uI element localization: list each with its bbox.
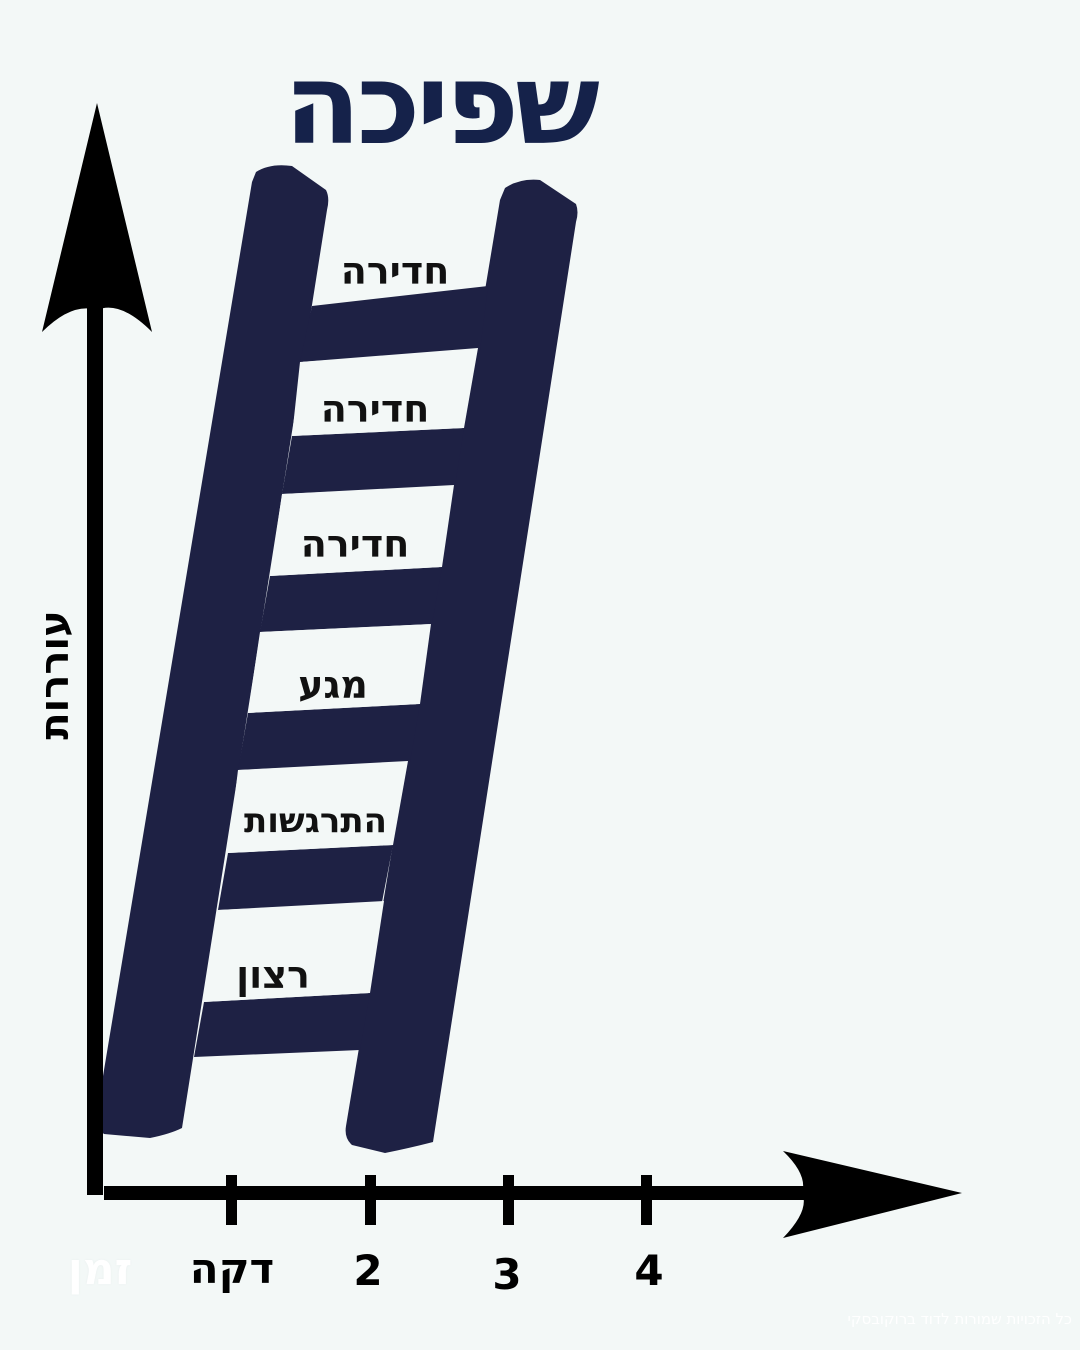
y-axis-label: עוררות bbox=[32, 610, 78, 740]
rung-label-third: חדירה bbox=[300, 522, 410, 566]
diagram-title: שפיכה bbox=[284, 40, 600, 170]
x-tick bbox=[226, 1175, 237, 1225]
x-tick bbox=[365, 1175, 376, 1225]
x-axis-label: זמן bbox=[67, 1244, 133, 1295]
ladder-rung bbox=[194, 993, 370, 1057]
ladder-rung bbox=[260, 567, 442, 632]
x-tick-label: 3 bbox=[492, 1250, 522, 1299]
ladder-right-rail bbox=[345, 179, 578, 1153]
ladder-rung bbox=[238, 704, 420, 770]
x-tick-label: 2 bbox=[353, 1246, 383, 1295]
rung-panel bbox=[204, 901, 384, 1002]
ladder-rung bbox=[282, 428, 464, 494]
x-tick bbox=[503, 1175, 514, 1225]
copyright-credit: כל הזכויות שמורות לדוד ברוקובסקי bbox=[847, 1310, 1072, 1328]
x-tick-label: 4 bbox=[634, 1246, 664, 1295]
rung-panel bbox=[292, 348, 478, 436]
ladder-rung bbox=[218, 845, 393, 910]
y-axis-line bbox=[87, 300, 103, 1195]
rung-label-second: חדירה bbox=[320, 387, 430, 431]
rung-panel bbox=[228, 761, 408, 853]
y-axis-arrowhead bbox=[42, 103, 152, 332]
rung-label-excitement: התרגשות bbox=[244, 801, 387, 841]
x-tick-label: דקה bbox=[189, 1244, 275, 1293]
ladder-left-rail bbox=[96, 165, 329, 1138]
rung-label-desire: רצון bbox=[236, 953, 310, 997]
rung-panel bbox=[248, 624, 431, 713]
rung-label-top: חדירה bbox=[340, 249, 450, 293]
ladder-rung bbox=[300, 286, 488, 362]
x-axis-line bbox=[104, 1186, 804, 1200]
rung-label-touch: מגע bbox=[298, 663, 368, 707]
x-tick bbox=[641, 1175, 652, 1225]
x-axis-arrowhead bbox=[783, 1151, 962, 1238]
rung-panel bbox=[270, 485, 454, 576]
